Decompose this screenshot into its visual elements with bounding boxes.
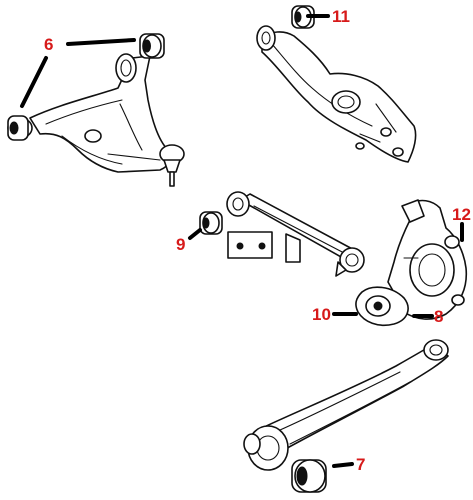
callout-8: 8 [434,307,443,326]
callout-7: 7 [356,455,365,474]
loose-bushing-7 [291,459,327,493]
callout-12: 12 [452,205,471,224]
lateral-link-outer-bushing [335,247,365,277]
upper-arm-rear-bushing [7,115,33,141]
callout-10: 10 [312,305,331,324]
lower-control-arm [261,343,449,453]
loose-bushing-6 [139,33,165,59]
lateral-link-inner-bushing [226,191,250,217]
leader-6-lower [20,56,48,108]
ball-joint [159,144,185,187]
callout-11: 11 [332,7,350,26]
leader-6-upper [66,38,136,46]
lateral-link-bracket [227,231,273,259]
leader-9 [188,228,202,240]
loose-bushing-11 [291,5,315,29]
callout-6: 6 [44,35,53,54]
rear-knuckle [387,199,468,320]
trailing-arm-end-bushing [256,25,276,51]
callout-labels: 6 11 12 9 10 8 7 [44,7,471,474]
lower-arm-inner-bushing [243,425,289,471]
upper-arm-front-bushing [115,53,137,83]
callout-9: 9 [176,235,185,254]
upper-control-arm [29,55,171,173]
lower-arm-outer-eye [423,339,449,361]
knuckle-lower-bushing [355,286,409,327]
trailing-arm [261,31,417,163]
leader-lines [20,14,464,468]
leader-7 [332,462,354,468]
loose-bushing-9 [199,211,223,235]
